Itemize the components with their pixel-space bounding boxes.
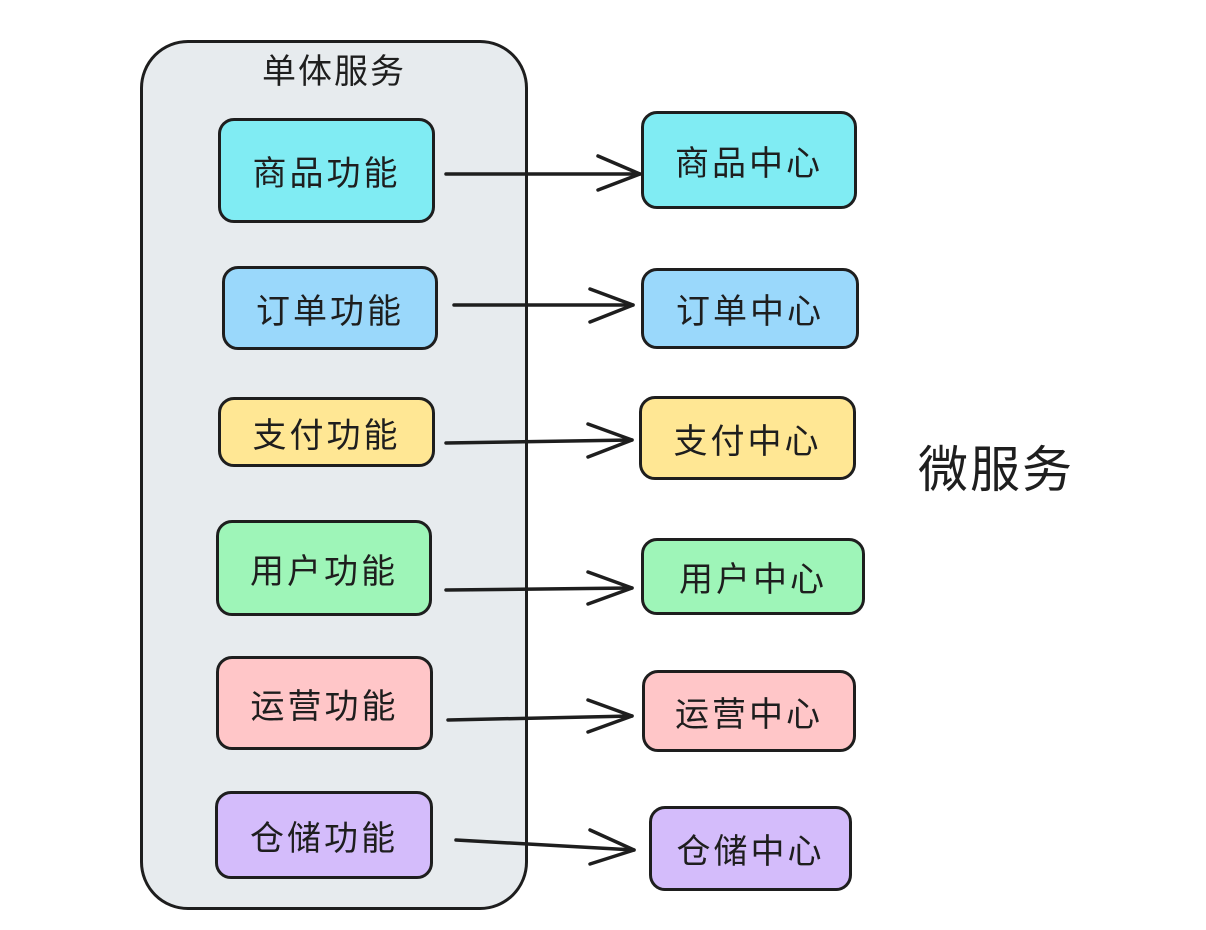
- service-user: 用户中心: [641, 538, 865, 615]
- arrow-user: [444, 570, 634, 606]
- arrow-order: [452, 287, 635, 324]
- service-payment: 支付中心: [639, 396, 856, 480]
- monolith-title: 单体服务: [262, 52, 406, 92]
- module-warehouse: 仓储功能: [215, 791, 433, 879]
- module-payment: 支付功能: [218, 397, 435, 467]
- service-order: 订单中心: [641, 268, 859, 349]
- service-operation: 运营中心: [642, 670, 856, 752]
- arrow-operation: [446, 698, 634, 734]
- service-product: 商品中心: [641, 111, 857, 209]
- module-user: 用户功能: [216, 520, 432, 616]
- arrow-payment: [444, 422, 634, 459]
- service-warehouse: 仓储中心: [649, 806, 852, 891]
- microservices-label: 微服务: [918, 441, 1074, 499]
- module-order: 订单功能: [222, 266, 438, 350]
- module-product: 商品功能: [218, 118, 435, 223]
- module-operation: 运营功能: [216, 656, 433, 750]
- arrow-warehouse: [454, 828, 636, 866]
- arrow-product: [444, 154, 642, 192]
